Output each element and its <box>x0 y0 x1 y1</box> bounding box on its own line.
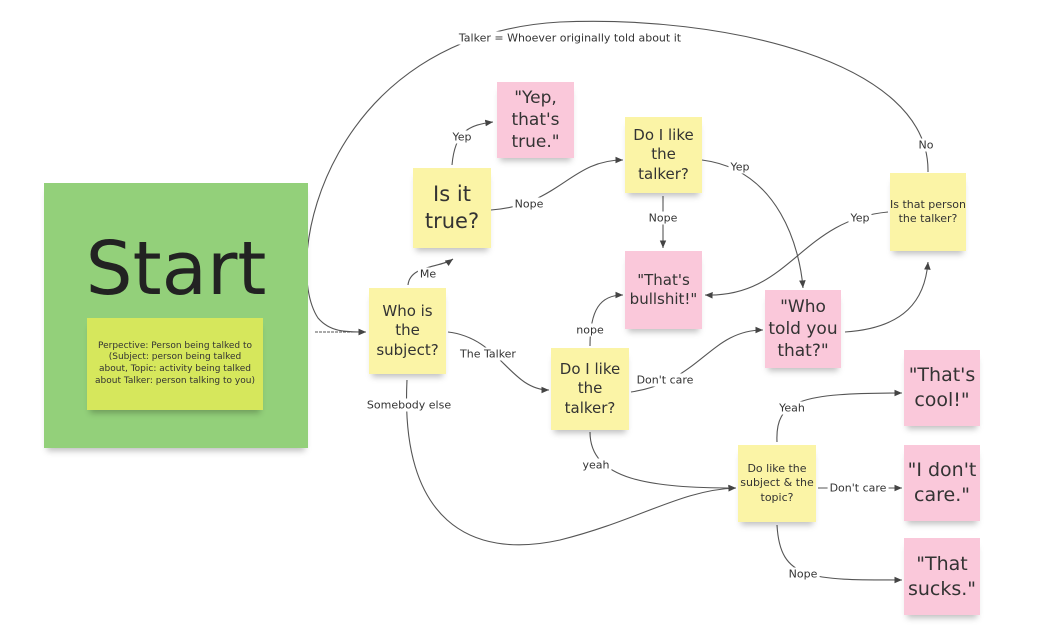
edge-like2-subject <box>589 431 737 492</box>
edge-who-subject <box>405 379 737 546</box>
label-yep: Yep <box>848 211 872 225</box>
label-me: Me <box>417 267 439 281</box>
label-yeah: Yeah <box>777 401 807 415</box>
legend-note[interactable]: Perpective: Person being talked to (Subj… <box>87 318 263 410</box>
label-yep: Yep <box>728 160 752 174</box>
label-yep: Yep <box>450 130 474 144</box>
label-somebody-else: Somebody else <box>364 398 454 412</box>
label-dont-care: Don't care <box>634 373 696 387</box>
note-like-subject-topic[interactable]: Do like the subject & the topic? <box>738 445 816 522</box>
label-no: No <box>916 138 936 152</box>
label-talker-def: Talker = Whoever originally told about i… <box>456 31 684 45</box>
note-is-it-true[interactable]: Is it true? <box>413 168 491 248</box>
note-is-person-talker[interactable]: Is that person the talker? <box>890 173 966 251</box>
edge-like1-whotold <box>701 159 806 289</box>
edge-istrue-like1 <box>490 156 624 211</box>
label-yeah: yeah <box>580 458 612 472</box>
note-bullshit[interactable]: "That's bullshit!" <box>625 251 702 329</box>
edge-like2-whotold <box>630 326 764 393</box>
label-dont-care: Don't care <box>827 481 889 495</box>
note-who-subject[interactable]: Who is the subject? <box>369 288 446 374</box>
edge-istrue-yep <box>451 119 494 166</box>
label-nope: nope <box>574 323 606 337</box>
label-nope: Nope <box>646 211 680 225</box>
label-nope: Nope <box>786 567 820 581</box>
label-nope: Nope <box>512 197 546 211</box>
note-cool[interactable]: "That's cool!" <box>904 350 980 426</box>
start-title: Start <box>85 226 267 312</box>
edge-subject-cool <box>776 389 903 443</box>
note-like-talker-2[interactable]: Do I like the talker? <box>551 348 629 430</box>
note-dont-care[interactable]: "I don't care." <box>904 445 980 521</box>
edge-who-like2 <box>447 331 550 394</box>
edge-person-no-loop <box>305 20 929 336</box>
label-the-talker: The Talker <box>458 347 518 361</box>
note-like-talker-1[interactable]: Do I like the talker? <box>625 117 702 193</box>
note-yep-true[interactable]: "Yep, that's true." <box>497 82 574 158</box>
edge-whotold-person <box>844 261 931 333</box>
edge-like2-bullshit <box>589 291 624 347</box>
note-sucks[interactable]: "That sucks." <box>904 538 980 615</box>
note-who-told[interactable]: "Who told you that?" <box>765 290 841 368</box>
